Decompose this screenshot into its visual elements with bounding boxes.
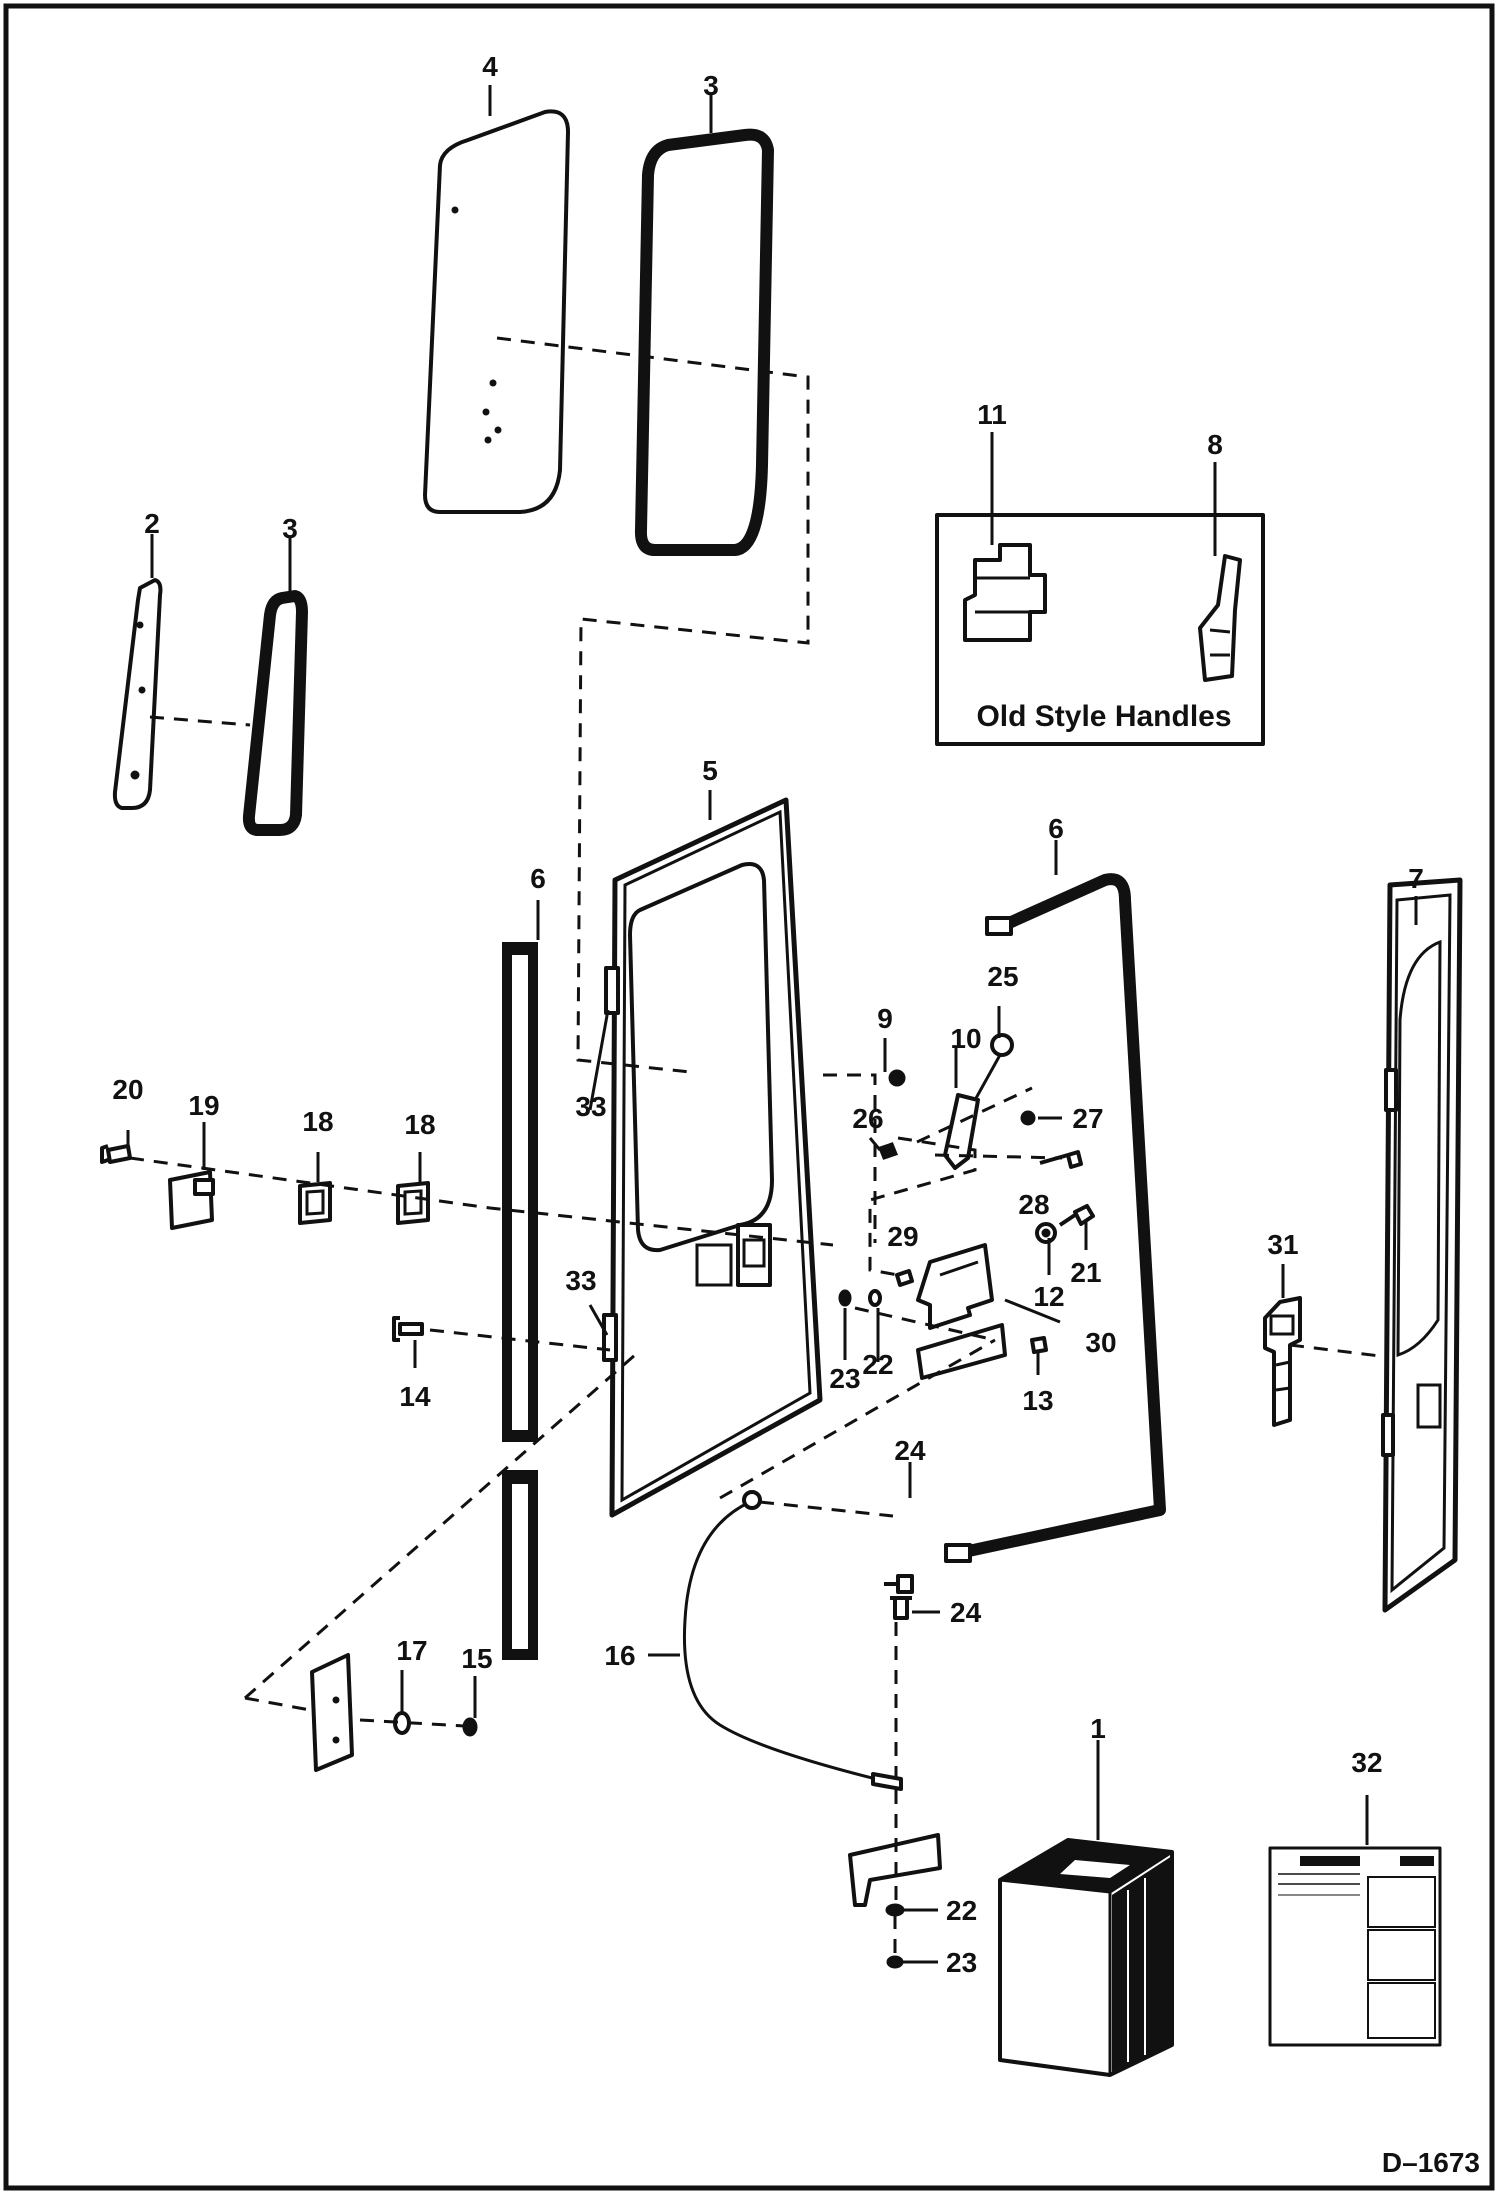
callout-6-perimeter: 6	[1048, 813, 1064, 844]
door-assembly-icon	[1381, 877, 1463, 1613]
callout-8: 8	[1207, 429, 1223, 460]
screw-icon	[1030, 1336, 1048, 1354]
assembly-paths	[129, 336, 1381, 1960]
callout-9: 9	[877, 1003, 893, 1034]
callout-17: 17	[396, 1635, 427, 1666]
kit-box-icon	[998, 1838, 1174, 2077]
callout-23-lower: 23	[946, 1947, 977, 1978]
callout-6-vertical: 6	[530, 863, 546, 894]
callout-5: 5	[702, 755, 718, 786]
leader-lines	[126, 85, 1418, 1964]
callout-24-upper: 24	[894, 1435, 926, 1466]
callout-33-upper: 33	[575, 1091, 606, 1122]
stud-icon	[1058, 1204, 1095, 1227]
callout-25: 25	[987, 961, 1018, 992]
callout-29: 29	[887, 1221, 918, 1252]
bolt-24-upper-icon	[884, 1574, 914, 1594]
spacer-icon	[895, 1269, 914, 1287]
bolt-14-icon	[392, 1316, 424, 1342]
window-glass-large-icon	[423, 109, 570, 514]
door-seal-perimeter-icon	[944, 873, 1166, 1563]
handle-lever-icon	[943, 1033, 1014, 1170]
callout-18-inner: 18	[302, 1106, 333, 1137]
nut-15-icon	[462, 1717, 478, 1737]
callout-2: 2	[144, 508, 160, 539]
handle-lever-old-icon	[1198, 554, 1242, 682]
callout-3-large-seal: 3	[703, 70, 719, 101]
old-style-handles-inset: Old Style Handles	[935, 513, 1265, 746]
callout-27: 27	[1072, 1103, 1103, 1134]
callout-19: 19	[188, 1090, 219, 1121]
figure-id: D–1673	[1382, 2147, 1480, 2178]
gasket-outer-icon	[396, 1181, 430, 1225]
door-frame-icon	[602, 797, 823, 1518]
callout-31: 31	[1267, 1229, 1298, 1260]
callout-14: 14	[399, 1381, 431, 1412]
bolt-24-lower-icon	[890, 1596, 912, 1620]
callout-11: 11	[977, 399, 1007, 430]
callout-3-small-seal: 3	[282, 513, 298, 544]
callout-13: 13	[1022, 1385, 1053, 1416]
callout-4: 4	[482, 51, 498, 82]
callout-12: 12	[1033, 1281, 1064, 1312]
callout-10: 10	[950, 1023, 981, 1054]
washer-22-icon	[885, 1903, 905, 1917]
callout-32: 32	[1351, 1747, 1382, 1778]
callout-7: 7	[1408, 863, 1424, 894]
release-cable-icon	[682, 1490, 903, 1791]
nut-flange-icon	[868, 1289, 882, 1307]
washer-lock-icon	[838, 1289, 852, 1307]
window-seal-small-icon	[242, 590, 308, 836]
callout-18-outer: 18	[404, 1109, 435, 1140]
window-seal-large-icon	[634, 128, 774, 556]
instruction-decal-icon	[1268, 1846, 1442, 2047]
callout-30: 30	[1085, 1327, 1116, 1358]
latch-body-icon	[916, 1243, 1007, 1380]
callout-24-lower: 24	[950, 1597, 982, 1628]
callout-23-upper: 23	[829, 1363, 860, 1394]
callout-20: 20	[112, 1074, 143, 1105]
screw-20-icon	[100, 1144, 132, 1164]
bolt-icon	[1039, 1150, 1083, 1169]
callout-1: 1	[1090, 1713, 1106, 1744]
callout-28: 28	[1018, 1189, 1049, 1220]
callout-33-lower: 33	[565, 1265, 596, 1296]
handle-bracket-old-icon	[963, 543, 1047, 642]
roll-pin-icon	[878, 1142, 898, 1160]
handle-knob-icon	[990, 1033, 1014, 1057]
diagram-border	[3, 3, 1495, 2191]
nut-icon	[1020, 1110, 1036, 1126]
callout-16: 16	[604, 1640, 635, 1671]
latch-assembly-icon	[1263, 1296, 1302, 1427]
nut-small-icon	[888, 1069, 906, 1087]
callout-21: 21	[1070, 1257, 1101, 1288]
window-glass-small-icon	[112, 578, 163, 810]
nut-23-icon	[886, 1955, 904, 1969]
callout-22-upper: 22	[862, 1349, 893, 1380]
callout-22-lower: 22	[946, 1895, 977, 1926]
inset-title: Old Style Handles	[976, 700, 1231, 733]
gasket-inner-icon	[298, 1181, 332, 1225]
door-seal-vertical-icon	[502, 942, 538, 1660]
callout-labels: 4 3 2 3 11 8 5 6 6 7 9 10 25 26 27 28 21…	[112, 51, 1423, 1978]
callout-26: 26	[852, 1103, 883, 1134]
callout-15: 15	[461, 1643, 492, 1674]
mount-plate-icon	[310, 1653, 354, 1772]
